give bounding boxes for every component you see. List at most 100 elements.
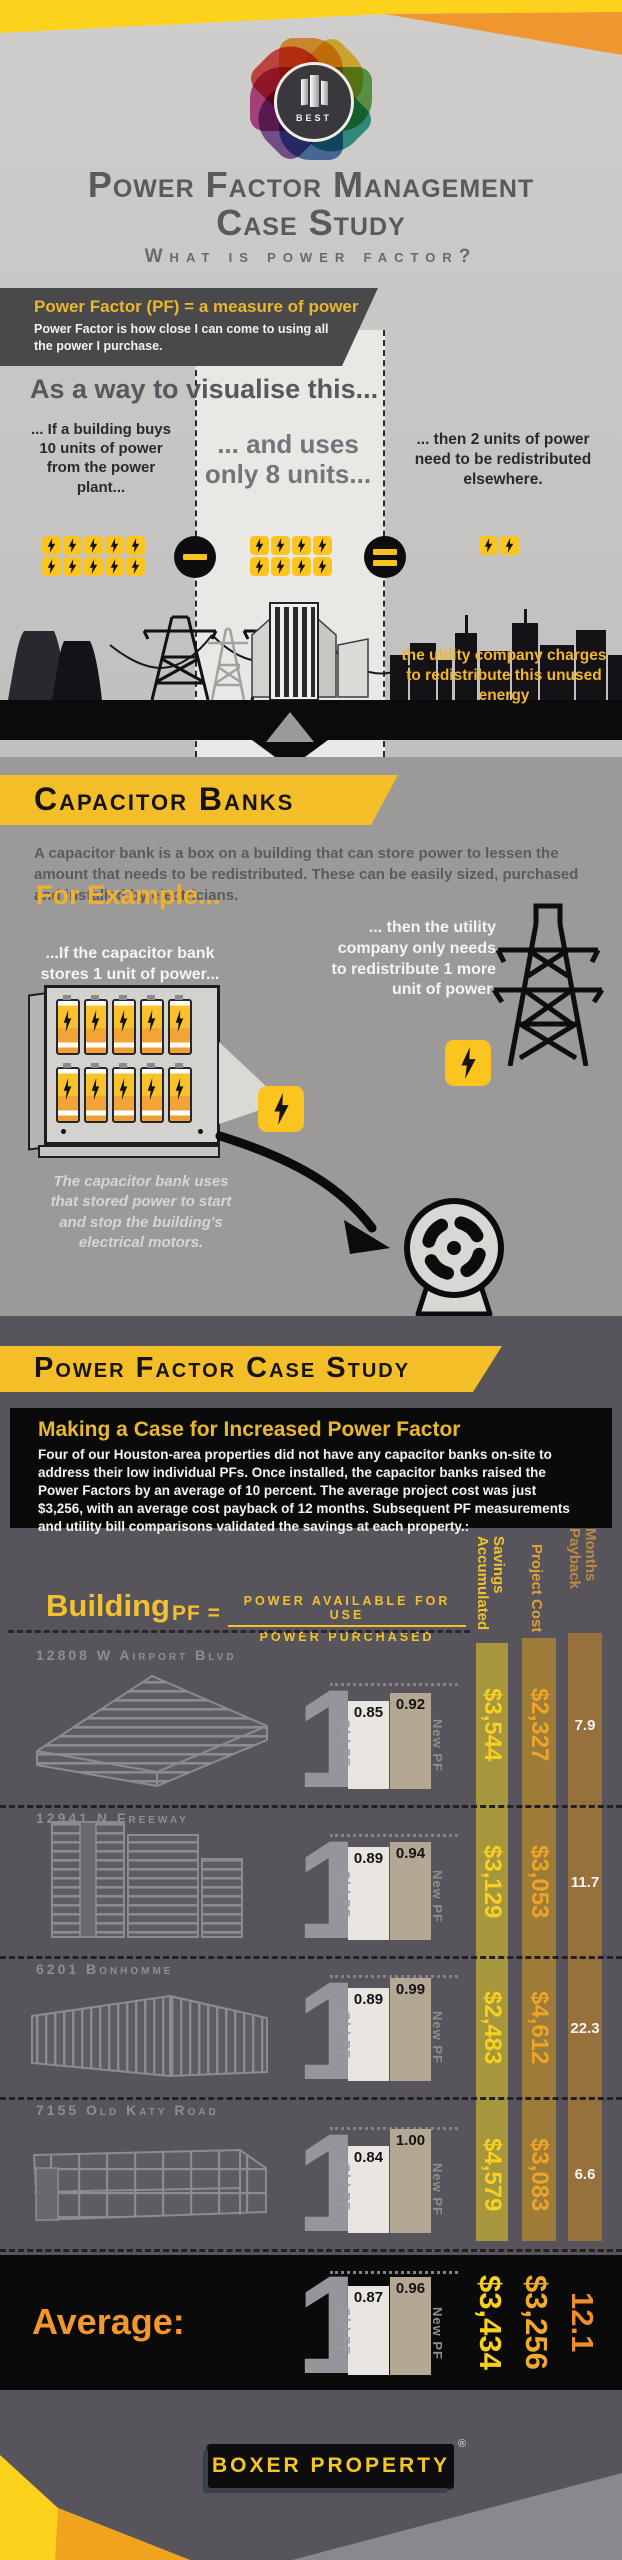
building-illustration xyxy=(36,1674,268,1788)
savings-column-strip xyxy=(476,1643,508,2241)
lightning-bolt-icon xyxy=(292,536,311,555)
pylon-icon xyxy=(208,627,248,701)
visualise-use-text: ... and uses only 8 units... xyxy=(204,429,372,489)
lightning-bolt-icon xyxy=(126,536,145,555)
stored-unit-bolt-icon xyxy=(258,1086,304,1132)
pf-denominator: Power purchased xyxy=(259,1630,435,1644)
visualise-redistribute-text: ... then 2 units of power need to be red… xyxy=(414,431,592,488)
subtitle: What is power factor? xyxy=(144,246,478,267)
battery-icon xyxy=(56,1063,80,1123)
payback-value: 22.3 xyxy=(570,2019,600,2037)
savings-value: $3,544 xyxy=(479,1688,506,1762)
old-pf-bar: 0.84 xyxy=(348,2146,389,2233)
definition-heading: Power Factor (PF) = a measure of power xyxy=(34,297,359,316)
lightning-bolt-icon xyxy=(250,536,269,555)
building-icon xyxy=(321,80,328,106)
table-row: 7155 Old Katy Road 1 0.84 1.00 Old PF Ne… xyxy=(0,2100,622,2253)
lightning-bolt-icon xyxy=(63,536,82,555)
lightning-bolt-icon xyxy=(126,557,145,576)
old-pf-label: Old PF xyxy=(338,1719,353,1767)
new-pf-bar: 0.99 xyxy=(390,1978,431,2081)
payback-value: 6.6 xyxy=(574,2166,596,2183)
title-line-1: Power Factor Management xyxy=(87,164,535,205)
battery-icon xyxy=(84,1063,108,1123)
building-name: 12808 W Airport Blvd xyxy=(36,1647,237,1663)
pf-scale-line xyxy=(330,1683,458,1686)
building-name: 6201 Bonhomme xyxy=(36,1961,174,1977)
lightning-bolt-icon xyxy=(105,536,124,555)
pylon-icon xyxy=(142,615,218,701)
table-row: 12808 W Airport Blvd 1 0.85 0.92 Old PF … xyxy=(0,1645,622,1809)
example-right-caption: ... then the utility company only needs … xyxy=(331,919,496,999)
definition-body: Power Factor is how close I can come to … xyxy=(34,322,329,353)
header-divider xyxy=(8,1630,470,1633)
lightning-bolt-icon xyxy=(271,557,290,576)
city-skyline-illustration xyxy=(0,602,622,768)
skyline-buildings xyxy=(390,609,622,700)
new-pf-bar: 0.94 xyxy=(390,1842,431,1940)
new-pf-bar: 1.00 xyxy=(390,2129,431,2233)
visualise-buy-text: ... If a building buys 10 units of power… xyxy=(30,421,171,496)
curved-arrow-icon xyxy=(215,1131,390,1254)
average-cost-value: $3,256 xyxy=(519,2275,554,2370)
old-pf-bar: 0.89 xyxy=(348,1988,389,2081)
old-pf-label: Old PF xyxy=(338,2011,353,2059)
logo-text: BEST xyxy=(295,113,332,123)
case-study-heading: Making a Case for Increased Power Factor xyxy=(38,1418,461,1441)
definition-box: Power Factor (PF) = a measure of power P… xyxy=(0,288,378,366)
cost-column-strip xyxy=(522,1638,556,2241)
building-icon xyxy=(301,78,308,106)
payback-column-strip xyxy=(568,1633,602,2241)
pf-chart: 1 0.89 0.99 Old PF New PF xyxy=(296,1961,458,2101)
capacitor-banner: Capacitor Banks xyxy=(0,775,398,825)
best-logo: BEST xyxy=(245,33,377,165)
battery-icon xyxy=(112,995,136,1055)
pf-label: PF = xyxy=(172,1602,221,1625)
cost-column-header: Project Cost xyxy=(528,1544,545,1633)
power-units-used xyxy=(250,536,332,576)
battery-icon xyxy=(168,995,192,1055)
utility-note: the utility company charges to redistrib… xyxy=(401,647,607,704)
savings-value: $2,483 xyxy=(479,1991,506,2065)
lightning-bolt-icon xyxy=(479,536,498,555)
cost-value: $3,083 xyxy=(526,2137,553,2212)
battery-icon xyxy=(112,1063,136,1123)
minus-icon xyxy=(174,536,216,578)
pf-scale-line xyxy=(330,1975,458,1978)
new-pf-label: New PF xyxy=(430,2163,445,2216)
cost-value: $4,612 xyxy=(526,1991,553,2065)
title-line-2: Case Study xyxy=(216,201,406,243)
average-savings-value: $3,434 xyxy=(473,2275,508,2370)
building-illustration xyxy=(32,2148,267,2222)
lightning-bolt-icon xyxy=(84,536,103,555)
lightning-bolt-icon xyxy=(42,557,61,576)
old-pf-label: Old PF xyxy=(338,1870,353,1918)
old-pf-bar: 0.87 xyxy=(348,2286,389,2375)
average-row: Average: 1 0.87 0.96 Old PF New PF $3,43… xyxy=(0,2255,622,2395)
case-study-banner: Power Factor Case Study xyxy=(0,1346,502,1392)
cost-value: $2,327 xyxy=(526,1688,553,1762)
battery-icon xyxy=(56,995,80,1055)
power-units-bought xyxy=(42,536,145,576)
pf-chart: 1 0.89 0.94 Old PF New PF xyxy=(296,1820,458,1960)
average-label: Average: xyxy=(32,2301,185,2342)
lightning-bolt-icon xyxy=(105,557,124,576)
old-pf-bar: 0.85 xyxy=(348,1701,389,1789)
logo-core: BEST xyxy=(274,62,354,142)
example-heading: For Example... xyxy=(36,880,221,910)
new-pf-label: New PF xyxy=(430,2011,445,2064)
savings-value: $4,579 xyxy=(479,2137,506,2212)
capacitor-bank-illustration xyxy=(28,985,224,1161)
average-payback-value: 12.1 xyxy=(565,2292,600,2353)
old-pf-label: Old PF xyxy=(338,2307,353,2355)
battery-icon xyxy=(168,1063,192,1123)
pf-scale-line xyxy=(330,2127,458,2130)
pf-scale-line xyxy=(330,1834,458,1837)
old-pf-label: Old PF xyxy=(338,2163,353,2211)
redistributed-unit-bolt-icon xyxy=(445,1040,491,1086)
new-pf-bar: 0.92 xyxy=(390,1693,431,1789)
battery-icon xyxy=(140,1063,164,1123)
battery-grid xyxy=(56,995,192,1123)
